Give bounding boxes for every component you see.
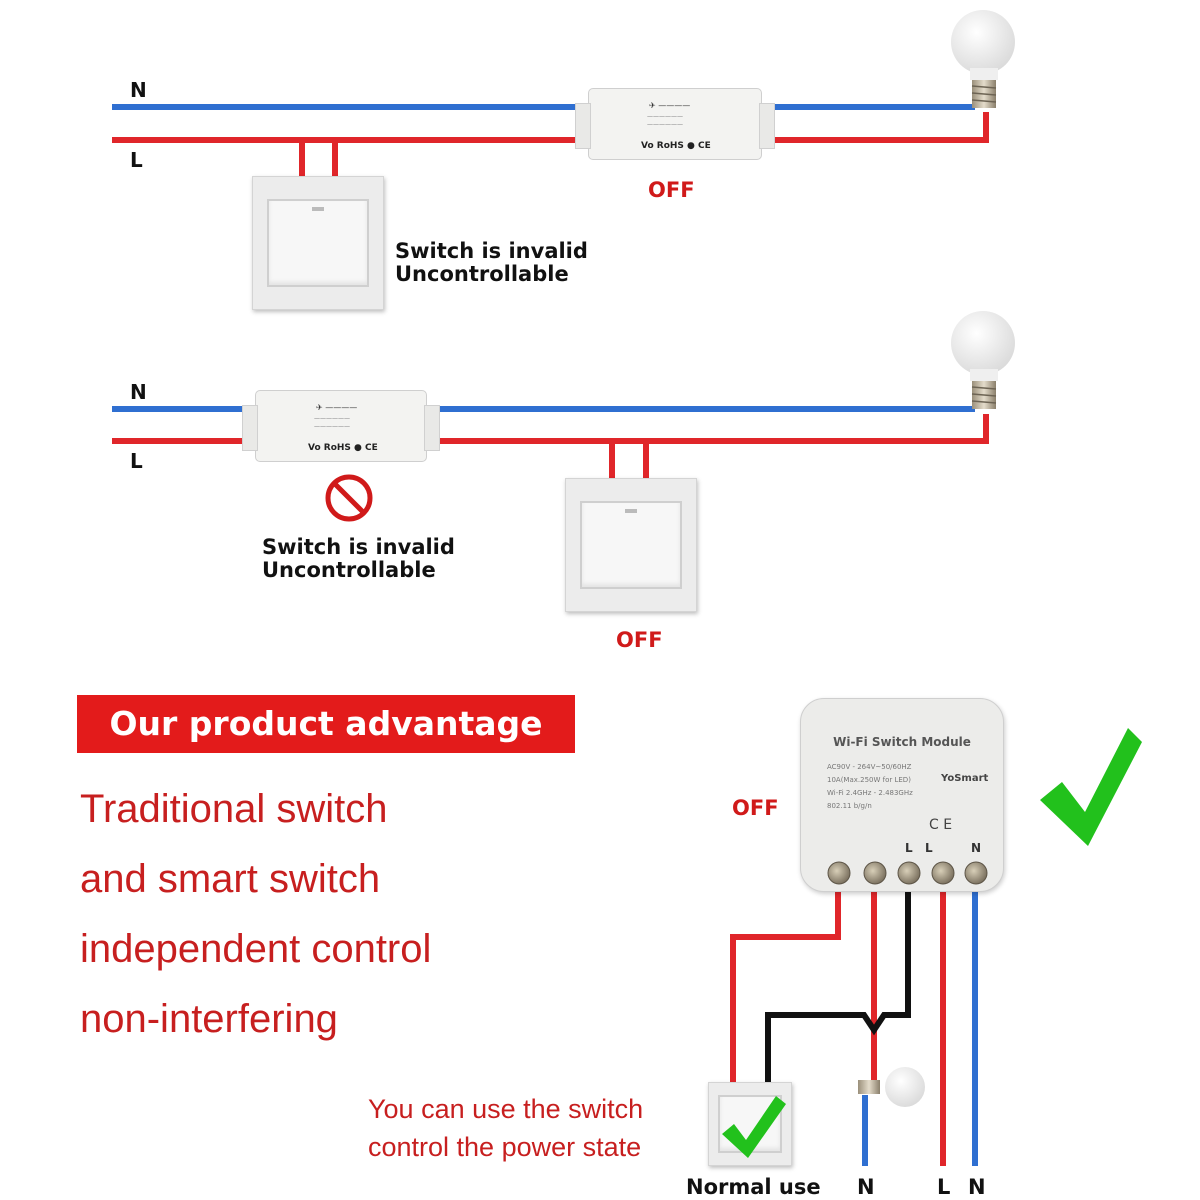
neutral-label: N [130, 380, 147, 404]
advantage-line: and smart switch [80, 857, 381, 901]
switch-rocker [267, 199, 369, 287]
terminal-label: L [925, 841, 933, 855]
screw-terminal [827, 861, 851, 885]
module-logo: ✈ ———— [316, 403, 358, 412]
wall-switch [565, 478, 697, 612]
advantage-line: non-interfering [80, 997, 338, 1041]
screw-terminal [931, 861, 955, 885]
screw-terminal [863, 861, 887, 885]
switch-note: Switch is invalid Uncontrollable [395, 239, 588, 286]
wire-label-l: L [937, 1175, 951, 1199]
diagram1-wires [112, 104, 989, 176]
advantage-line: independent control [80, 927, 432, 971]
screw-terminal [964, 861, 988, 885]
check-icon [1040, 728, 1142, 846]
module-logo: ✈ ———— [649, 101, 691, 110]
module-state: OFF [732, 796, 779, 820]
terminal-label: L [905, 841, 913, 855]
wall-switch [252, 176, 384, 310]
module-certification: Vo RoHS ● CE [308, 443, 378, 453]
terminal-label: N [971, 841, 982, 855]
advantage-line: Traditional switch [80, 787, 388, 831]
live-label: L [130, 449, 143, 473]
live-label: L [130, 148, 143, 172]
diagram2-wires [112, 406, 989, 478]
light-bulb-icon [858, 1067, 925, 1107]
usage-hint: You can use the switch control the power… [368, 1094, 644, 1162]
live-wire [730, 880, 841, 1085]
brand-logo: YoSmart [941, 773, 989, 784]
smart-module-wires [730, 880, 978, 1166]
screw-terminal [897, 861, 921, 885]
switch-caption: Normal use [686, 1175, 821, 1199]
smart-switch-module: ✈ ———— ———————————— Vo RoHS ● CE [242, 390, 440, 462]
module-terminals [827, 861, 988, 885]
prohibited-icon [325, 474, 373, 522]
ce-mark: C E [929, 817, 953, 833]
module-note: Switch is invalid Uncontrollable [262, 535, 455, 582]
switch-return-wire [765, 880, 911, 1085]
module-certification: Vo RoHS ● CE [641, 141, 711, 151]
wire-label-n: N [857, 1175, 875, 1199]
advantage-banner: Our product advantage [77, 695, 575, 753]
wifi-switch-module: Wi-Fi Switch Module AC90V - 264V~50/60HZ… [800, 698, 1004, 892]
module-state: OFF [648, 178, 695, 202]
module-title: Wi-Fi Switch Module [833, 735, 971, 749]
check-icon [722, 1096, 786, 1158]
neutral-label: N [130, 78, 147, 102]
light-bulb-icon [951, 10, 1015, 108]
light-bulb-icon [951, 311, 1015, 409]
switch-state: OFF [616, 628, 663, 652]
smart-switch-module: ✈ ———— ———————————— Vo RoHS ● CE [575, 88, 775, 160]
switch-rocker [580, 501, 682, 589]
wire-label-n: N [968, 1175, 986, 1199]
module-specs: AC90V - 264V~50/60HZ 10A(Max.250W for LE… [827, 763, 913, 810]
